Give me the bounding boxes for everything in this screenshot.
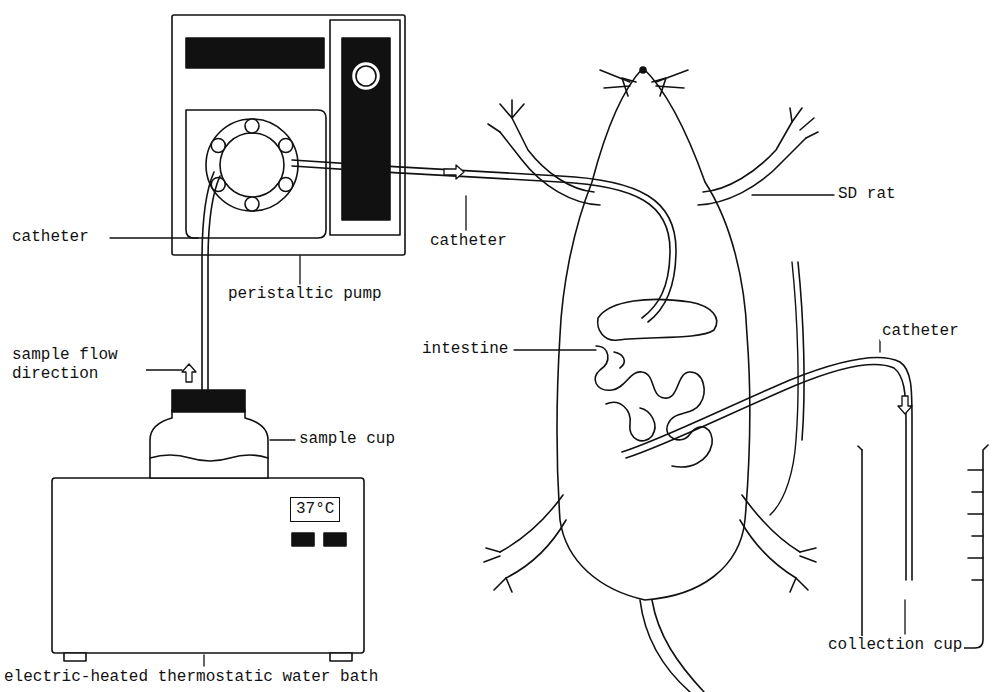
sample-cup — [150, 390, 268, 478]
pump-roller — [245, 119, 259, 133]
peristaltic-pump — [172, 15, 405, 255]
pump-roller — [245, 197, 259, 211]
pump-roller — [279, 139, 293, 153]
leader-line — [110, 195, 905, 666]
temperature-display: 37°C — [290, 497, 340, 522]
part-label: catheter — [10, 228, 91, 247]
part-label: intestine — [420, 340, 510, 359]
part-label: catheter — [880, 322, 961, 341]
part-label: catheter — [428, 232, 509, 251]
pump-roller — [279, 178, 293, 192]
flow-arrow — [182, 165, 912, 414]
sd-rat — [484, 67, 818, 692]
part-label: electric-heated thermostatic water bath — [2, 668, 380, 687]
flow-label: sample flow direction — [10, 346, 146, 384]
water-bath — [52, 478, 364, 661]
part-label: SD rat — [836, 185, 898, 204]
catheter-tubes — [202, 160, 912, 580]
display-text: 37°C — [296, 500, 334, 518]
part-label: peristaltic pump — [226, 285, 384, 304]
pump-roller — [211, 139, 225, 153]
part-label: sample cup — [297, 430, 397, 449]
collection-cup — [858, 445, 988, 648]
part-label: collection cup — [826, 636, 964, 655]
